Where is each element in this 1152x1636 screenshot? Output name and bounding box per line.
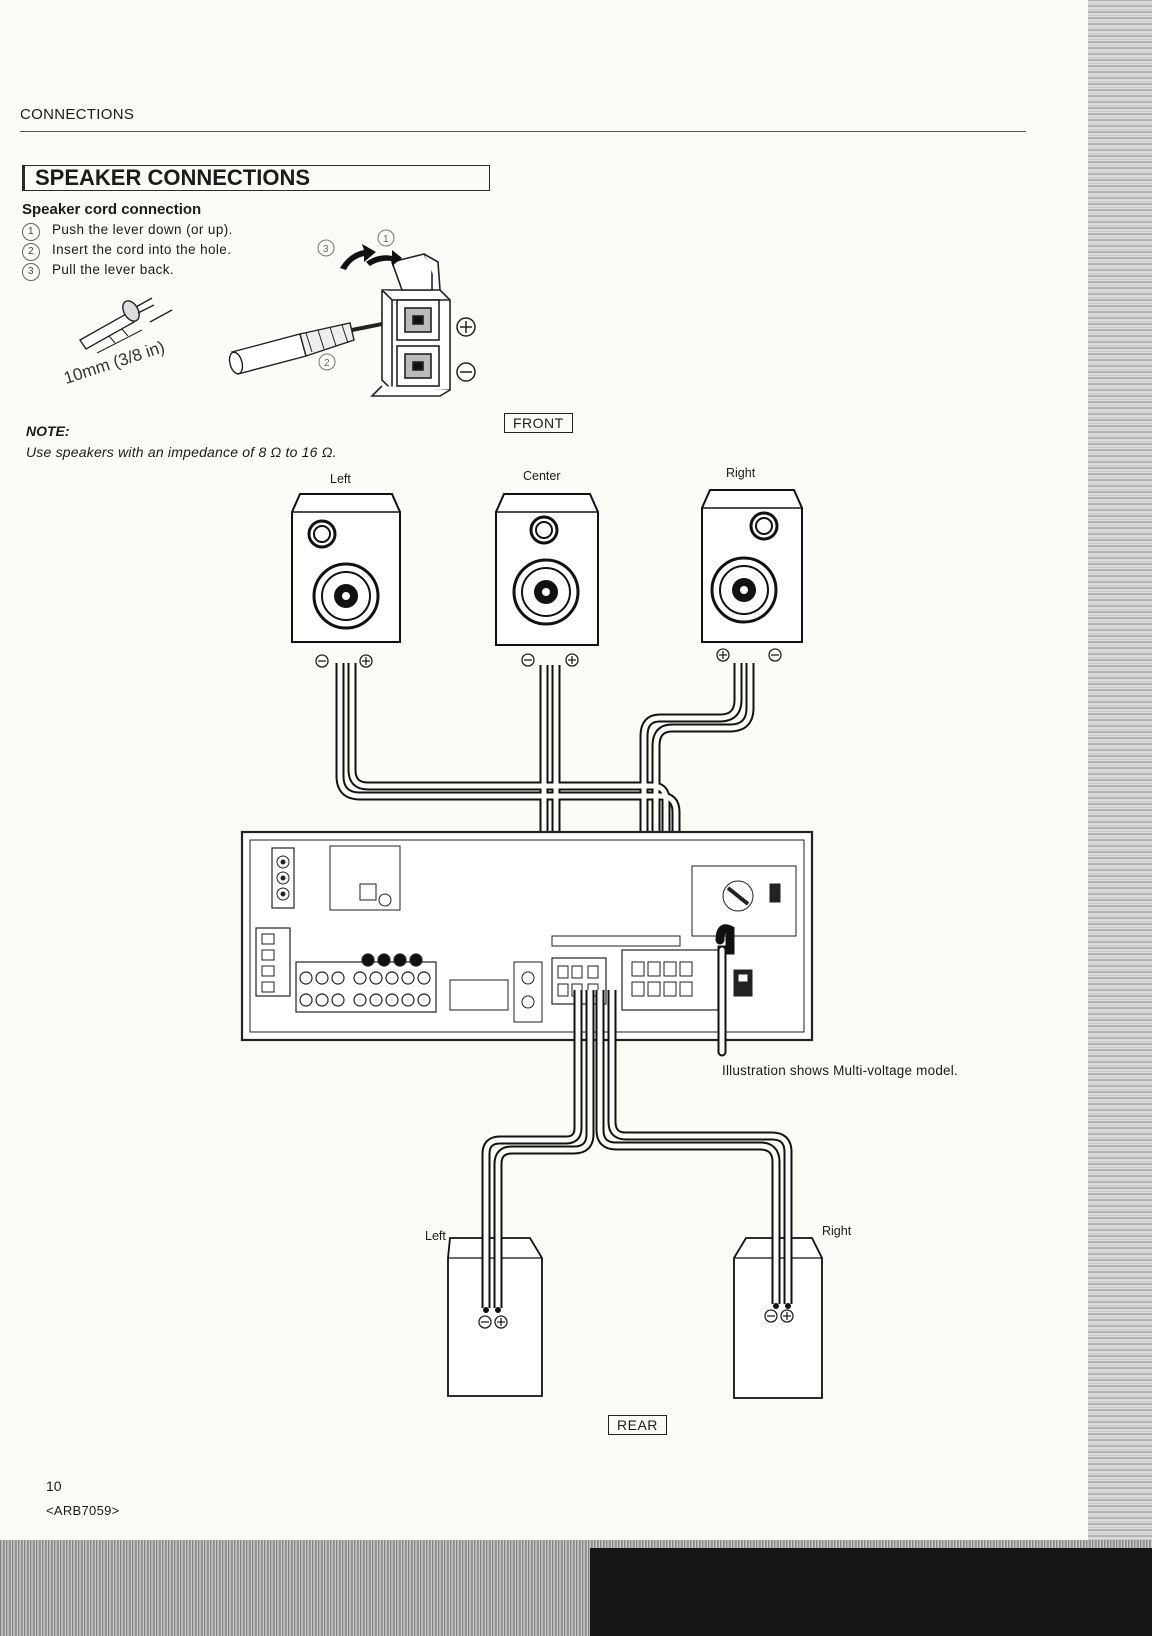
page-title: SPEAKER CONNECTIONS [22,165,490,191]
rear-speaker-terminal-icons [478,1309,794,1329]
scan-shadow [590,1548,1152,1636]
step-3: 3 Pull the lever back. [22,262,174,281]
plus-terminal-icon [456,317,476,337]
lever-arrow-icon [340,244,402,270]
step-1-number: 1 [22,223,40,241]
note-title: NOTE: [26,423,70,439]
step-3-number: 3 [22,263,40,281]
step-marker-2: 2 [324,358,330,369]
front-left-label: Left [330,472,351,486]
rear-cable-ends [481,1230,793,1313]
page-number: 10 [46,1478,62,1494]
front-left-speaker [291,493,401,643]
front-center-speaker [495,493,599,646]
section-header: CONNECTIONS [20,106,135,123]
header-rule [20,131,1026,132]
rear-speaker-cables [481,990,793,1322]
rear-left-label: Left [425,1229,446,1243]
front-speaker-cables [335,663,755,960]
front-label: FRONT [504,413,573,433]
front-right-speaker [701,489,803,643]
front-center-label: Center [523,469,561,483]
step-2-text: Insert the cord into the hole. [52,242,232,257]
step-1: 1 Push the lever down (or up). [22,222,233,241]
rear-label: REAR [608,1415,667,1435]
power-cord [715,924,735,1057]
subtitle: Speaker cord connection [22,201,202,218]
step-1-text: Push the lever down (or up). [52,222,233,237]
receiver-rear-panel [240,830,814,1042]
step-3-text: Pull the lever back. [52,262,175,277]
terminal-block-figure [370,253,451,397]
scan-edge-right [1088,0,1152,1540]
rear-right-label: Right [822,1224,852,1238]
rear-right-speaker [733,1237,823,1399]
step-2-number: 2 [22,243,40,261]
stripped-cord-figure [78,297,173,354]
insert-cord-figure [228,312,402,375]
step-2: 2 Insert the cord into the hole. [22,242,231,261]
figure-caption: Illustration shows Multi-voltage model. [722,1063,958,1078]
step-marker-3: 3 [323,244,329,255]
front-right-label: Right [726,466,756,480]
front-speaker-terminal-icons [315,648,782,668]
minus-terminal-icon [456,362,476,382]
note-text: Use speakers with an impedance of 8 Ω to… [26,444,337,460]
step-markers [317,229,395,371]
strip-length-label: 10mm (3/8 in) [61,337,167,387]
step-marker-1: 1 [383,234,389,245]
document-code: <ARB7059> [46,1503,120,1518]
